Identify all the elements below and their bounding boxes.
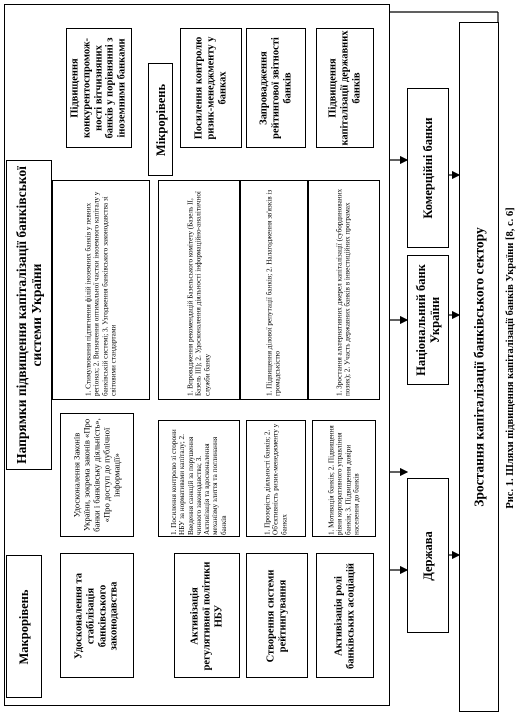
macro-detail-4: 1. Мотивація банків; 2. Підвищення рівня…	[327, 424, 361, 535]
micro-detail-2: 1. Впровадження рекомендацій Базельськог…	[186, 191, 212, 396]
goal-label: Зростання капіталізації банківського сек…	[471, 227, 487, 507]
micro-detail-3: 1. Підвищення ділової репутації банків; …	[265, 189, 282, 396]
figure-caption: Рис. 1. Шляхи підвищення капіталізації б…	[505, 207, 517, 509]
micro-level-box: Мікрорівень	[148, 63, 173, 176]
macro-title-box-2: Активізація регулятивної політики НБУ	[174, 553, 240, 678]
directions-label: Напрямки підвищення капіталізації банків…	[13, 166, 44, 464]
macro-level-box: Макрорівень	[6, 555, 42, 698]
state-label: Держава	[421, 530, 435, 581]
micro-detail-box-2: 1. Впровадження рекомендацій Базельськог…	[158, 180, 240, 400]
caption-box: Рис. 1. Шляхи підвищення капіталізації б…	[501, 8, 521, 708]
micro-title-3: Запровадження рейтингової звітності банк…	[258, 37, 293, 139]
state-box: Держава	[407, 478, 449, 633]
macro-detail-1: Удосконалення Законів України, зокрема з…	[71, 418, 121, 532]
micro-title-1: Підвищення конкурентоспромож-ності вітчи…	[69, 37, 128, 139]
micro-title-4: Підвищення капіталізації державних банкі…	[327, 30, 362, 146]
micro-title-box-1: Підвищення конкурентоспромож-ності вітчи…	[66, 28, 132, 148]
national-bank-box: Національний банк України	[407, 255, 449, 385]
micro-title-box-2: Посилення контролю ризик-менеджменту у б…	[180, 28, 242, 148]
micro-title-2: Посилення контролю ризик-менеджменту у б…	[193, 36, 228, 140]
macro-level-label: Макрорівень	[17, 589, 31, 664]
macro-title-1: Удосконалення та стабілізація банківсько…	[73, 572, 120, 659]
micro-detail-1: 1. Стимулювання підтягнення філій інозем…	[84, 191, 118, 396]
micro-detail-box-4: 1. Зростання альтернативних джерел капіт…	[308, 180, 380, 400]
micro-detail-box-1: 1. Стимулювання підтягнення філій інозем…	[52, 180, 150, 400]
macro-detail-2: 1. Посилення контролю зі сторони НБУ за …	[170, 428, 228, 535]
macro-title-box-3: Створення системи рейтингування	[246, 553, 308, 678]
commercial-banks-box: Комерційні банки	[407, 88, 449, 248]
macro-detail-box-4: 1. Мотивація банків; 2. Підвищення рівня…	[312, 420, 376, 537]
macro-title-4: Активізація ролі банківських асоціацій	[333, 562, 356, 669]
national-bank-label: Національний банк України	[414, 264, 442, 376]
micro-detail-box-3: 1. Підвищення ділової репутації банків; …	[240, 180, 308, 400]
directions-box: Напрямки підвищення капіталізації банків…	[6, 160, 52, 470]
goal-box: Зростання капіталізації банківського сек…	[459, 22, 499, 712]
macro-detail-box-2: 1. Посилення контролю зі сторони НБУ за …	[158, 420, 240, 537]
micro-level-label: Мікрорівень	[153, 83, 168, 156]
macro-detail-3: 1. Прозорість діяльності банків; 2. Об'є…	[263, 423, 289, 535]
macro-detail-box-1: Удосконалення Законів України, зокрема з…	[60, 413, 134, 537]
macro-title-box-4: Активізація ролі банківських асоціацій	[316, 553, 374, 678]
macro-title-3: Створення системи рейтингування	[265, 569, 288, 662]
micro-detail-4: 1. Зростання альтернативних джерел капіт…	[335, 188, 352, 396]
macro-title-2: Активізація регулятивної політики НБУ	[189, 561, 224, 670]
macro-title-box-1: Удосконалення та стабілізація банківсько…	[60, 553, 134, 678]
micro-title-box-4: Підвищення капіталізації державних банкі…	[316, 28, 374, 148]
macro-detail-box-3: 1. Прозорість діяльності банків; 2. Об'є…	[246, 420, 306, 537]
commercial-banks-label: Комерційні банки	[421, 117, 435, 219]
micro-title-box-3: Запровадження рейтингової звітності банк…	[246, 28, 306, 148]
